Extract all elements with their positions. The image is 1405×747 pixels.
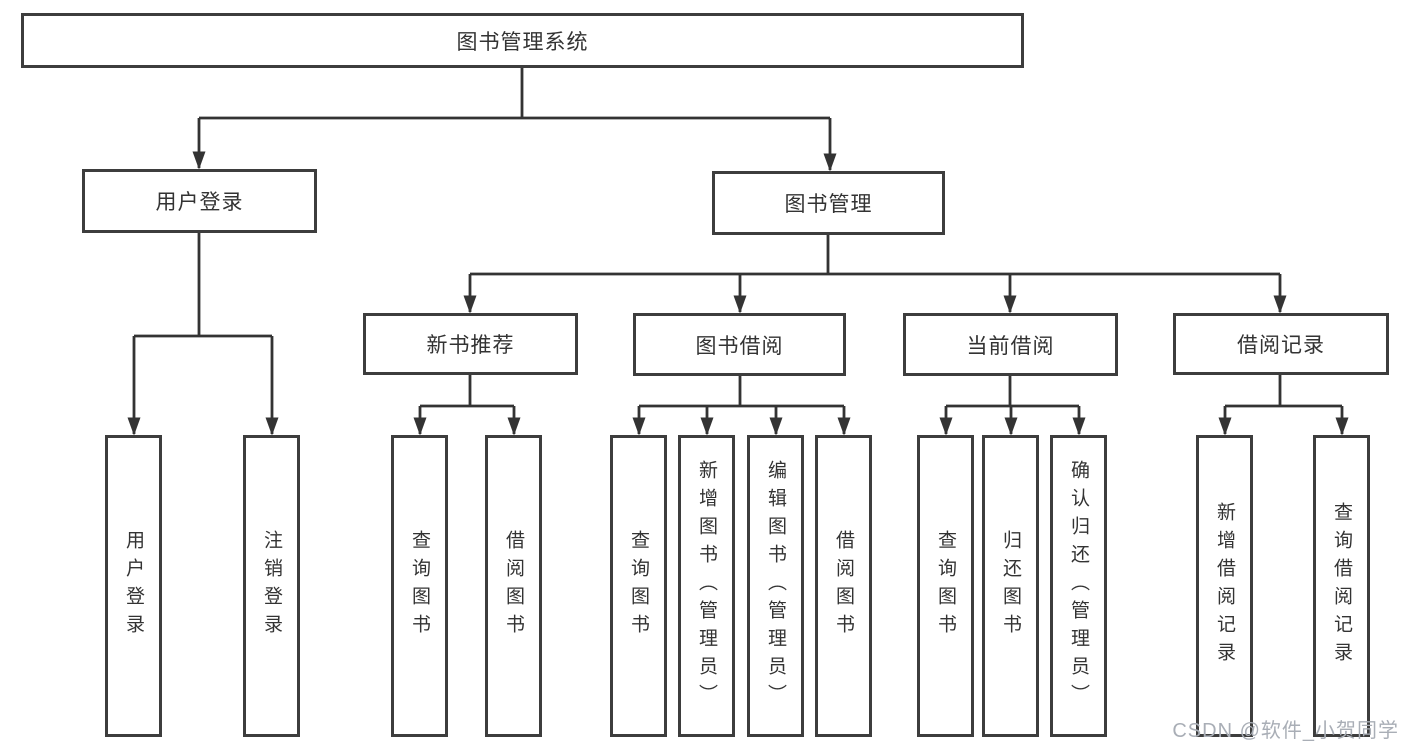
leaf-query-books-borrowing: 查询图书: [610, 435, 667, 737]
node-new-book-recommendation: 新书推荐: [363, 313, 578, 375]
leaf-logout-label: 注销登录: [261, 530, 282, 642]
node-borrowing-records: 借阅记录: [1173, 313, 1389, 375]
leaf-user-login: 用户登录: [105, 435, 162, 737]
leaf-edit-books-admin: 编辑图书（管理员）: [747, 435, 804, 737]
leaf-confirm-return-admin-label: 确认归还（管理员）: [1068, 460, 1089, 712]
node-library-management-system: 图书管理系统: [21, 13, 1024, 68]
leaf-user-login-label: 用户登录: [123, 530, 144, 642]
leaf-borrow-books-recommend: 借阅图书: [485, 435, 542, 737]
leaf-query-books-recommend: 查询图书: [391, 435, 448, 737]
leaf-query-books-recommend-label: 查询图书: [409, 530, 430, 642]
leaf-return-books: 归还图书: [982, 435, 1039, 737]
leaf-borrow-books-borrowing: 借阅图书: [815, 435, 872, 737]
leaf-query-books-current: 查询图书: [917, 435, 974, 737]
leaf-add-borrow-record: 新增借阅记录: [1196, 435, 1253, 737]
leaf-borrow-books-recommend-label: 借阅图书: [503, 530, 524, 642]
leaf-query-borrow-record: 查询借阅记录: [1313, 435, 1370, 737]
leaf-query-books-borrowing-label: 查询图书: [628, 530, 649, 642]
node-book-borrowing: 图书借阅: [633, 313, 846, 376]
node-current-borrowing: 当前借阅: [903, 313, 1118, 376]
leaf-add-books-admin-label: 新增图书（管理员）: [696, 460, 717, 712]
leaf-query-books-current-label: 查询图书: [935, 530, 956, 642]
leaf-logout: 注销登录: [243, 435, 300, 737]
leaf-borrow-books-borrowing-label: 借阅图书: [833, 530, 854, 642]
leaf-edit-books-admin-label: 编辑图书（管理员）: [765, 460, 786, 712]
leaf-confirm-return-admin: 确认归还（管理员）: [1050, 435, 1107, 737]
leaf-add-borrow-record-label: 新增借阅记录: [1214, 502, 1235, 670]
leaf-add-books-admin: 新增图书（管理员）: [678, 435, 735, 737]
node-book-management: 图书管理: [712, 171, 945, 235]
watermark: CSDN @软件_小贺同学: [1172, 720, 1399, 742]
leaf-query-borrow-record-label: 查询借阅记录: [1331, 502, 1352, 670]
leaf-return-books-label: 归还图书: [1000, 530, 1021, 642]
node-user-login: 用户登录: [82, 169, 317, 233]
